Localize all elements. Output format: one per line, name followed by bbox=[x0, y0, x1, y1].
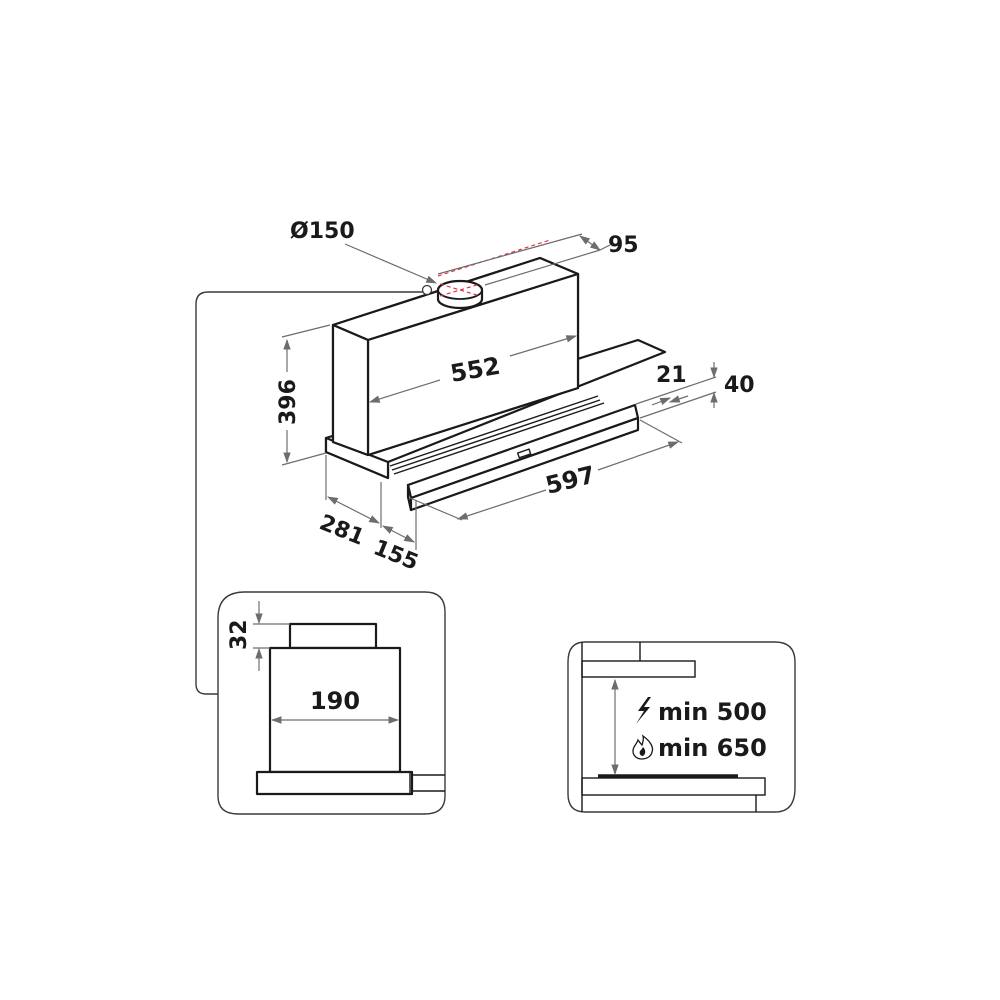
control-switch bbox=[516, 448, 532, 459]
electric-min-label: min 500 bbox=[658, 698, 767, 726]
dim-height: 396 bbox=[276, 324, 331, 466]
dim-depth: 281 155 bbox=[316, 455, 422, 576]
panel-height-label: 40 bbox=[724, 373, 755, 398]
countertop bbox=[581, 777, 766, 796]
side-collar bbox=[288, 622, 378, 650]
installation-panel: min 500 min 650 bbox=[567, 641, 796, 813]
front-panel bbox=[406, 403, 640, 512]
side-base bbox=[255, 770, 414, 796]
panel-thickness-label: 21 bbox=[656, 363, 687, 388]
reference-point bbox=[421, 284, 433, 296]
reference-leader-line bbox=[195, 291, 423, 695]
telescopic-rails bbox=[389, 395, 605, 475]
duct-collar bbox=[421, 239, 551, 310]
duct-offset-label: 95 bbox=[608, 233, 639, 258]
total-width-label: 597 bbox=[543, 461, 598, 500]
collar-height-label: 32 bbox=[227, 619, 252, 650]
dim-side-width: 190 bbox=[270, 687, 400, 724]
flame-icon bbox=[632, 734, 654, 760]
lightning-icon bbox=[636, 697, 651, 724]
dim-duct-offset: 95 bbox=[437, 233, 639, 286]
side-view-panel: 32 190 bbox=[217, 591, 446, 815]
dim-duct-diameter: Ø150 bbox=[290, 219, 437, 284]
cabinet-hood bbox=[581, 660, 696, 678]
gas-min-label: min 650 bbox=[658, 734, 767, 762]
main-isometric-view: Ø150 95 396 552 bbox=[276, 219, 755, 576]
dim-collar-height: 32 bbox=[227, 601, 290, 671]
height-label: 396 bbox=[276, 379, 301, 425]
duct-diameter-label: Ø150 bbox=[290, 219, 355, 244]
hood-body bbox=[331, 256, 580, 457]
body-depth-label: 281 bbox=[316, 510, 368, 550]
dim-front-panel: 21 40 bbox=[635, 362, 755, 419]
side-width-label: 190 bbox=[310, 687, 360, 715]
